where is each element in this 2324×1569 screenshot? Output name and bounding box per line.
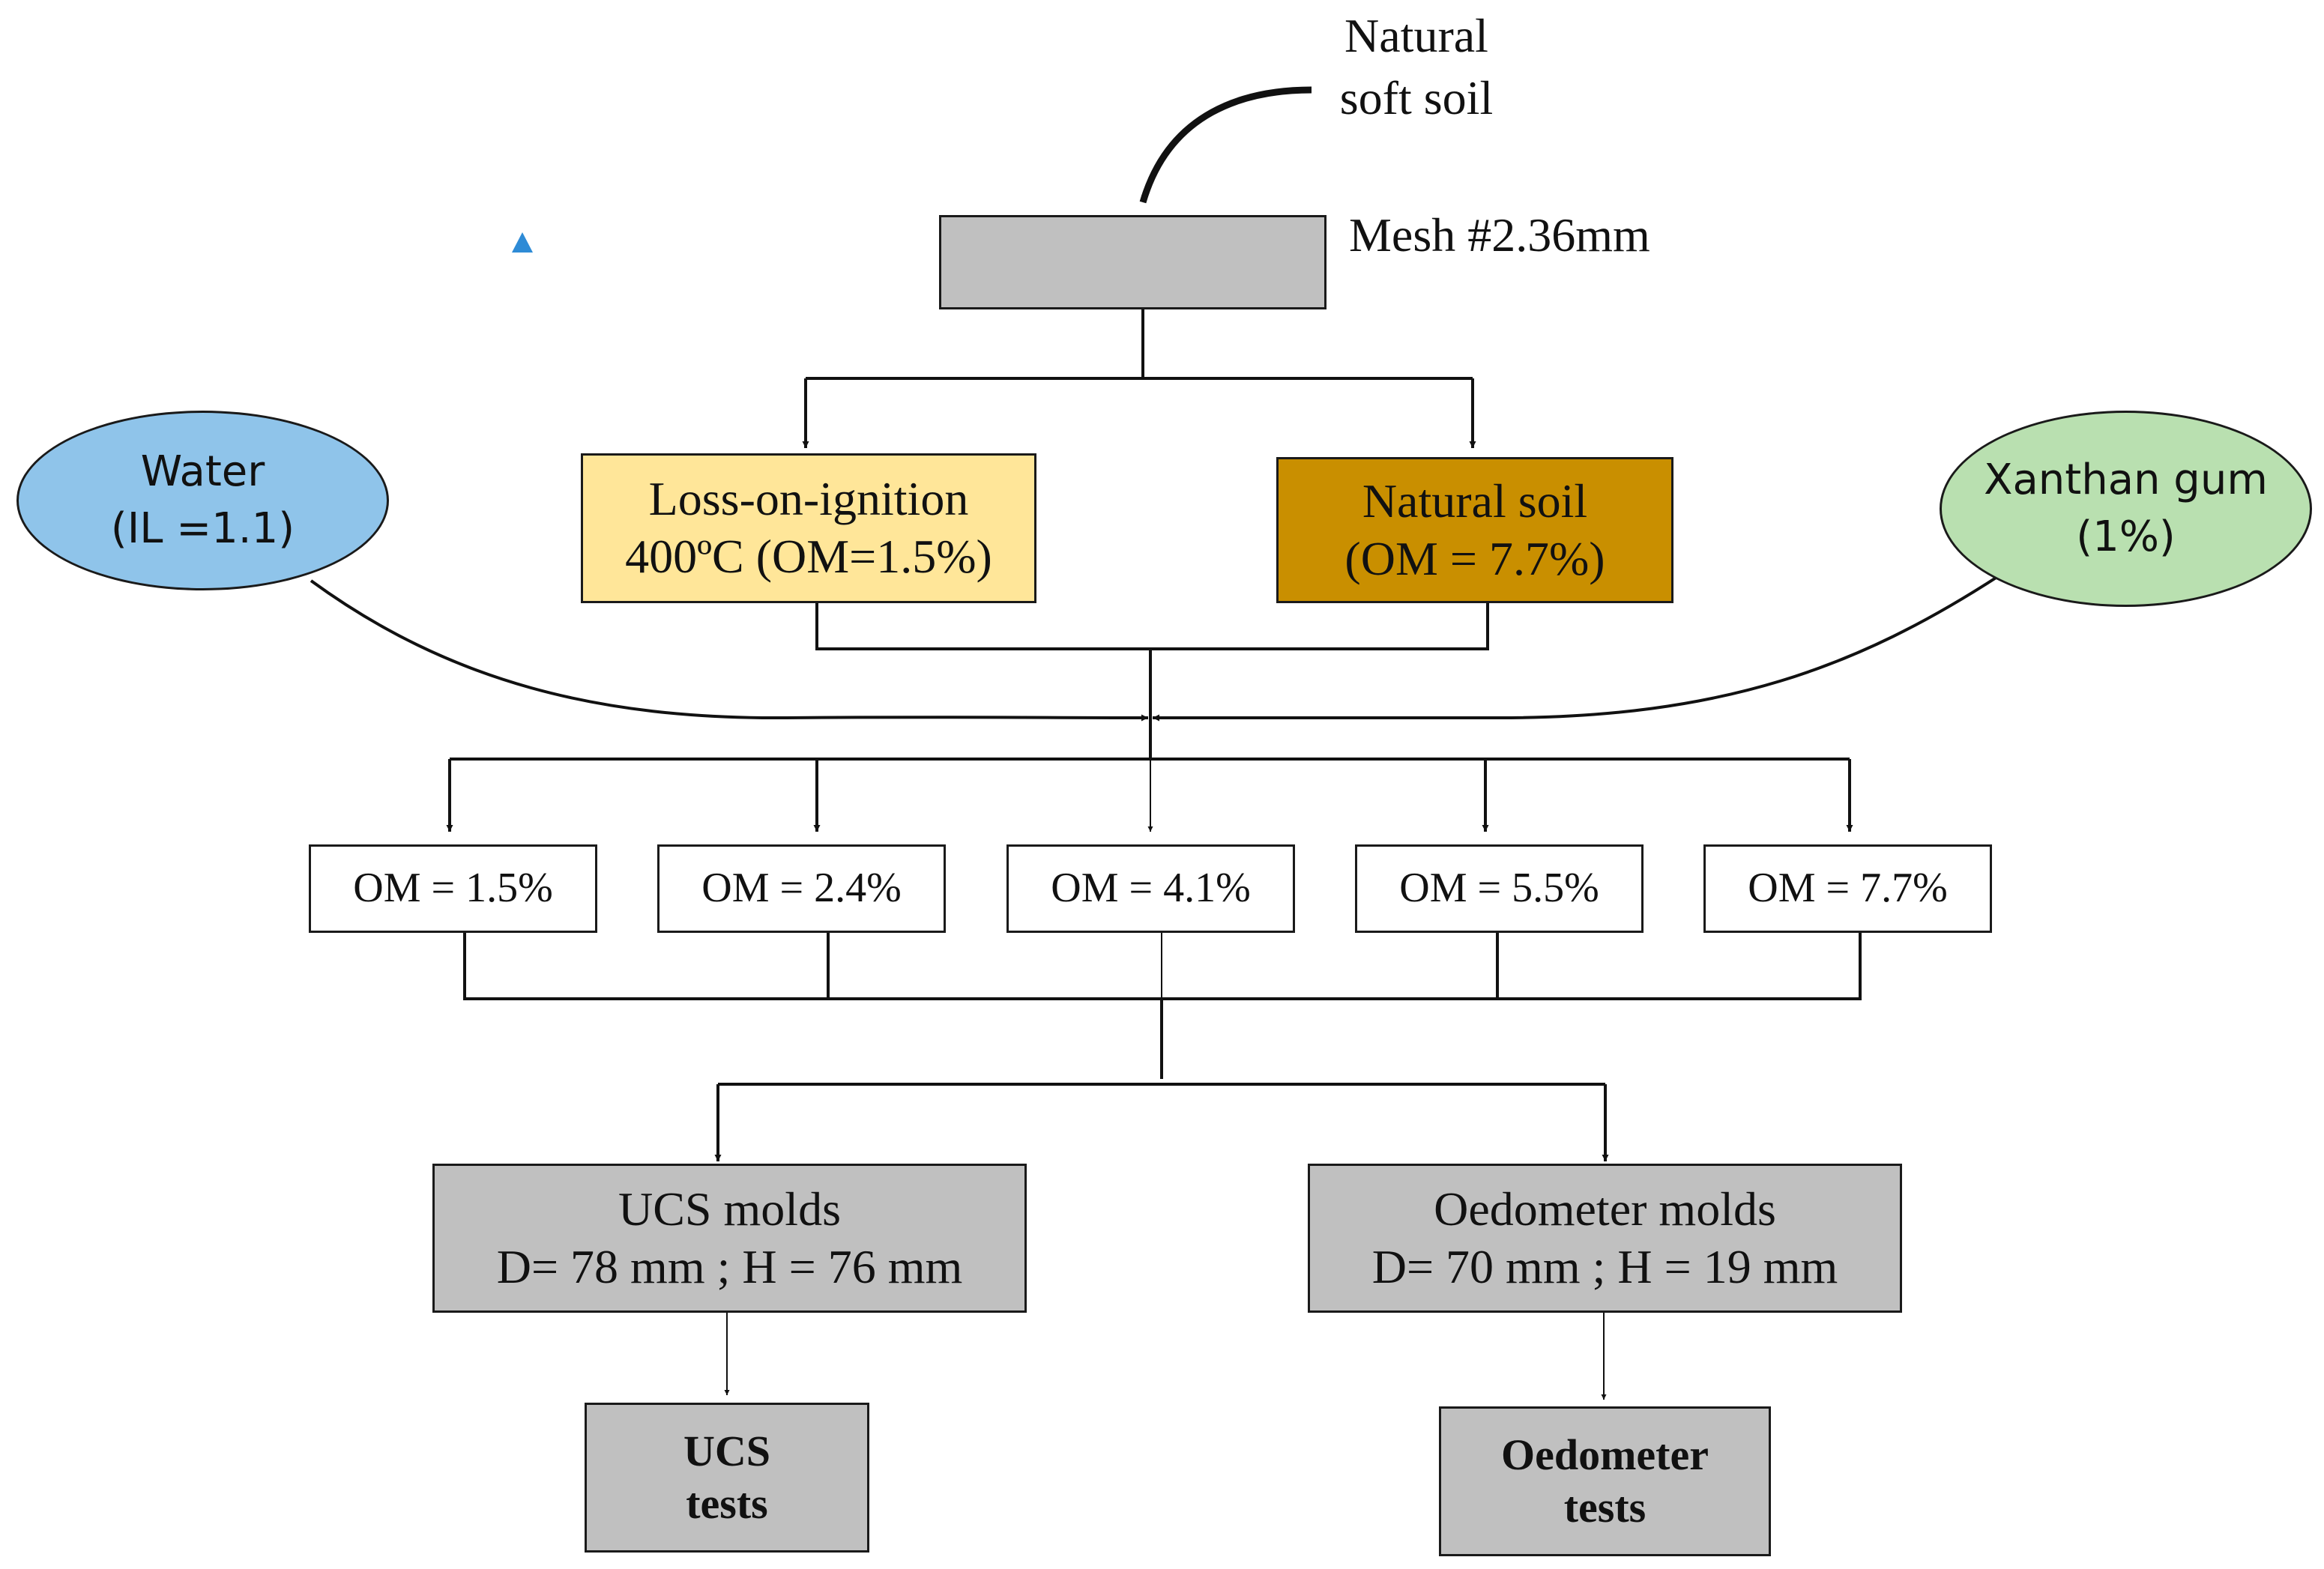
ucs-molds-line-1: UCS molds [618,1182,841,1236]
source-label: Natural soft soil [1267,4,1566,129]
distribution-connector [450,719,1850,761]
oedo-molds-line-2: D= 70 mm ; H = 19 mm [1371,1239,1838,1293]
xanthan-line-1: Xanthan gum [1984,456,2268,505]
oedometer-tests-box: Oedometer tests [1439,1406,1771,1556]
oedo-molds-line-1: Oedometer molds [1434,1182,1776,1236]
water-line-2: (IL =1.1) [110,504,295,553]
loi-line-2: 400ºC (OM=1.5%) [625,530,992,583]
mesh-label: Mesh #2.36mm [1349,208,1650,262]
om-box-1: OM = 1.5% [309,844,597,933]
om-box-5: OM = 7.7% [1703,844,1992,933]
om-box-2: OM = 2.4% [657,844,946,933]
xanthan-gum-ellipse: Xanthan gum (1%) [1940,411,2312,607]
natural-line-2: (OM = 7.7%) [1344,531,1605,585]
natural-soil-box: Natural soil (OM = 7.7%) [1276,457,1673,603]
source-arrow [1139,86,1312,204]
source-line-2: soft soil [1339,71,1494,125]
oedo-tests-line-2: tests [1563,1483,1647,1532]
triangle-marker-icon [512,232,533,253]
water-ellipse: Water (IL =1.1) [16,411,389,590]
ucs-tests-line-1: UCS [683,1427,771,1476]
om-box-4: OM = 5.5% [1355,844,1644,933]
water-line-1: Water [140,447,265,497]
ucs-molds-box: UCS molds D= 78 mm ; H = 76 mm [432,1164,1027,1313]
ucs-tests-box: UCS tests [585,1403,869,1553]
om-box-3: OM = 4.1% [1006,844,1295,933]
loi-line-1: Loss-on-ignition [648,472,969,526]
source-line-1: Natural [1344,9,1488,62]
oedometer-molds-box: Oedometer molds D= 70 mm ; H = 19 mm [1308,1164,1902,1313]
xanthan-curve [1153,574,2001,722]
ucs-tests-line-2: tests [686,1479,768,1528]
loss-on-ignition-box: Loss-on-ignition 400ºC (OM=1.5%) [581,453,1036,603]
mesh-box [939,215,1327,309]
natural-line-1: Natural soil [1362,474,1588,527]
water-curve [310,579,1149,722]
xanthan-line-2: (1%) [2076,513,2176,561]
mesh-split-connector [804,309,1474,442]
ucs-molds-line-2: D= 78 mm ; H = 76 mm [496,1239,963,1293]
oedo-tests-line-1: Oedometer [1501,1430,1709,1480]
merge-connector [815,603,1489,719]
